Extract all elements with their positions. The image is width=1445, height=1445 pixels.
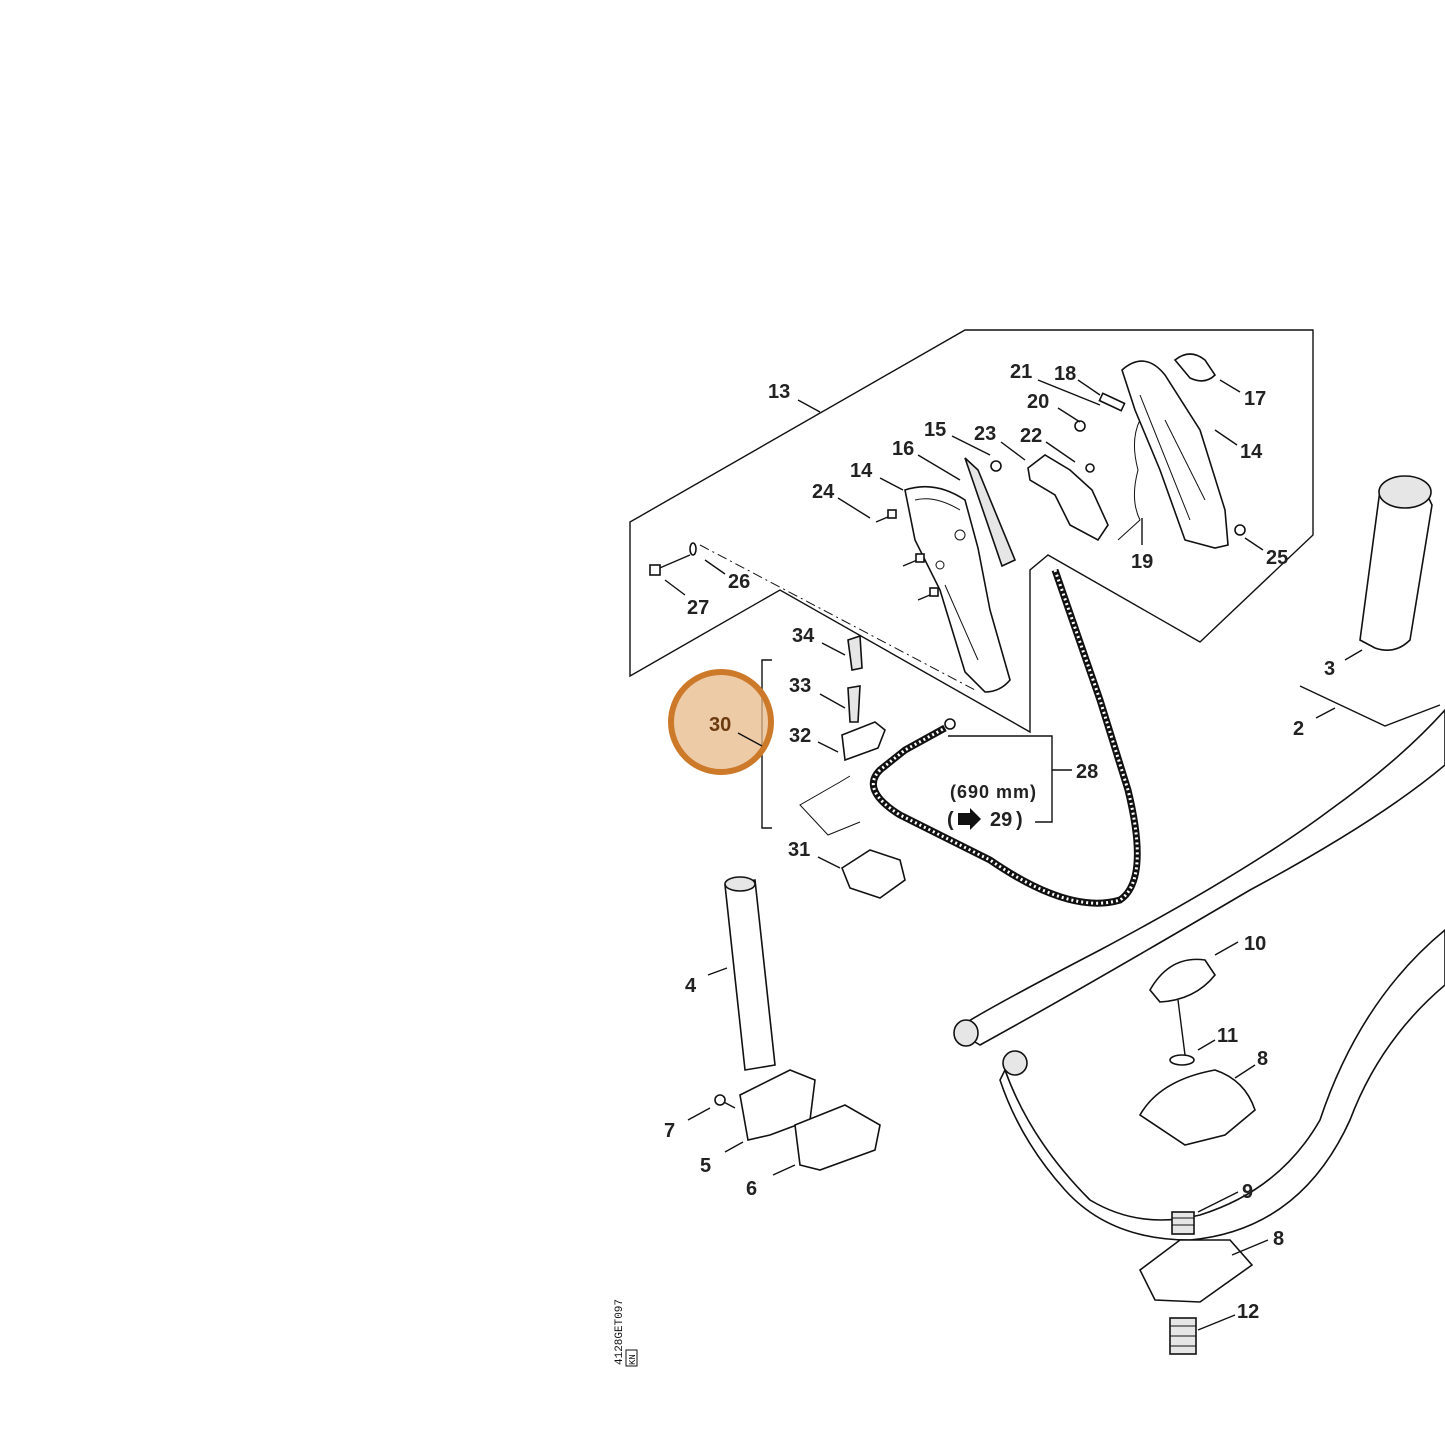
part-label: 12	[1237, 1301, 1259, 1323]
part-label: 14	[1240, 441, 1263, 463]
part-label: 8	[1257, 1048, 1268, 1070]
right-arrow-icon	[958, 808, 981, 830]
group-frame-13	[629, 329, 1314, 734]
clamp-bottom-8	[1138, 1239, 1254, 1303]
part-label: 4	[685, 975, 697, 997]
part-label: 34	[792, 625, 815, 647]
part-label: 31	[788, 839, 810, 861]
wire-30	[799, 775, 861, 836]
throttle-cable	[869, 568, 1141, 907]
highlight-circle[interactable]	[668, 669, 774, 775]
part-label: 7	[664, 1120, 675, 1142]
ref-paren-open: (	[947, 809, 954, 831]
part-labels: 13 21 18 17 20 15 23 22 14 16 14 24 19 2…	[664, 361, 1335, 1323]
part-label: 3	[1324, 658, 1335, 680]
axis-line	[699, 544, 976, 691]
reference-29: ( 29 )	[947, 808, 1023, 831]
clamp-31	[841, 849, 906, 899]
part-label: 32	[789, 725, 811, 747]
washer-11	[1169, 1054, 1195, 1066]
screw-23	[990, 460, 1002, 472]
drawing-code: 4128GET097 KN	[614, 1299, 638, 1367]
handlebar-lower-end	[1002, 1050, 1028, 1076]
highlight-marker[interactable]: 30	[668, 669, 774, 775]
part-label: 11	[1217, 1025, 1238, 1047]
highlight-label: 30	[709, 714, 731, 736]
ref-paren-close: )	[1016, 809, 1023, 831]
screw-22	[1085, 463, 1095, 473]
throttle-lever	[1027, 454, 1109, 542]
part-label: 25	[1266, 547, 1288, 569]
part-label: 9	[1242, 1181, 1253, 1203]
shaft-tube-4	[724, 876, 776, 1071]
switch-32	[841, 721, 886, 762]
leader-30	[737, 732, 763, 747]
screw-33	[847, 685, 861, 723]
drawing-tag-text: KN	[628, 1354, 638, 1365]
handle-housing-right	[1121, 360, 1229, 549]
wing-screw-10	[1149, 958, 1216, 1056]
handlebar-2	[953, 708, 1445, 1046]
bracket-28	[948, 735, 1053, 823]
stop-18	[1098, 392, 1126, 412]
drawing-code-text: 4128GET097	[614, 1299, 626, 1365]
part-label: 23	[974, 423, 996, 445]
leader-lines	[664, 379, 1363, 1331]
part-label: 20	[1027, 391, 1049, 413]
part-label: 26	[728, 571, 750, 593]
part-label: 2	[1293, 718, 1304, 740]
part-label: 18	[1054, 363, 1076, 385]
handle-housing-left	[904, 485, 1011, 693]
handle-grip-3	[1359, 475, 1433, 651]
ref-part-number: 29	[990, 809, 1012, 831]
part-label: 14	[850, 460, 873, 482]
torsion-spring-19	[1117, 419, 1141, 541]
part-label: 15	[924, 419, 946, 441]
part-label: 24	[812, 481, 835, 503]
handlebar-lower	[999, 928, 1445, 1241]
cap-17	[1173, 353, 1217, 382]
part-label: 28	[1076, 761, 1098, 783]
screws-24	[875, 509, 939, 601]
spring-34	[847, 634, 863, 671]
part-label: 13	[768, 381, 790, 403]
part-label: 10	[1244, 933, 1266, 955]
screw-7	[714, 1094, 736, 1109]
spring-9	[1171, 1211, 1195, 1235]
part-label: 33	[789, 675, 811, 697]
part-label: 27	[687, 597, 709, 619]
cable-length-label: (690 mm)	[950, 782, 1037, 802]
screw-20	[1074, 420, 1086, 432]
spring-12	[1169, 1317, 1197, 1355]
part-label: 17	[1244, 388, 1266, 410]
clamp-half-6	[794, 1104, 881, 1171]
handlebar-end	[953, 1019, 979, 1047]
part-label: 19	[1131, 551, 1153, 573]
screw-27	[649, 542, 697, 576]
trigger-part	[964, 457, 1017, 568]
part-label: 22	[1020, 425, 1042, 447]
part-label: 16	[892, 438, 914, 460]
part-label: 21	[1010, 361, 1032, 383]
part-label: 8	[1273, 1228, 1284, 1250]
part-label: 5	[700, 1155, 711, 1177]
bracket-2-3	[1299, 685, 1441, 727]
nut-25	[1234, 524, 1246, 536]
part-label: 6	[746, 1178, 757, 1200]
clamp-top-8	[1138, 1069, 1256, 1146]
